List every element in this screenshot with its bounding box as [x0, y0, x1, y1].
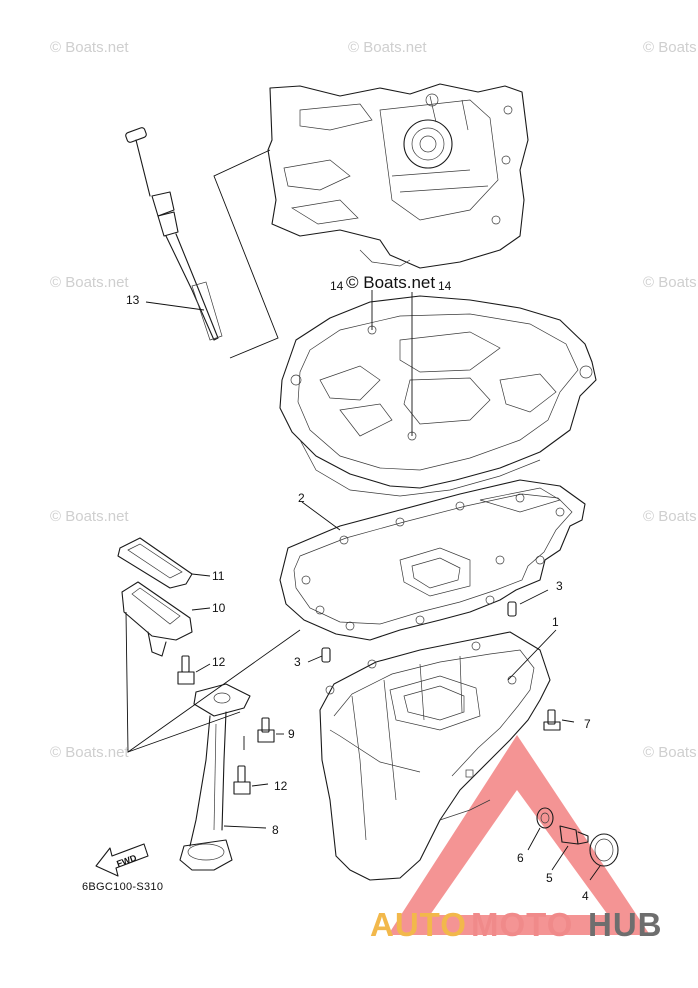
bolt-12-upper — [177, 655, 211, 685]
drawing-code: 6BGC100-S310 — [82, 881, 163, 893]
callout-14: 14 — [330, 279, 344, 293]
warning-triangle-icon — [388, 735, 650, 935]
callout-4: 4 — [582, 889, 589, 903]
strainer-gasket — [117, 537, 211, 589]
callout-13: 13 — [126, 293, 140, 307]
callout-3: 3 — [294, 655, 301, 669]
assembly-lines — [125, 611, 301, 753]
oil-strainer — [179, 683, 267, 871]
watermark: © Boats.net — [50, 508, 129, 525]
upper-casing — [279, 290, 597, 497]
watermark: © Boats.net — [348, 39, 427, 56]
watermark: © Boats.net — [50, 39, 129, 56]
strainer-cover — [121, 581, 211, 657]
bolt-12-lower — [233, 765, 269, 795]
gasket — [279, 479, 586, 641]
fwd-label: FWD — [115, 852, 138, 869]
automotohub-logo: AUTO MOTO HUB — [370, 735, 663, 943]
callout-9: 9 — [288, 727, 295, 741]
brand-hub: HUB — [588, 906, 663, 943]
callout-11: 11 — [212, 569, 225, 583]
callouts: 1 2 3 3 4 5 6 7 8 9 10 11 12 12 13 14 14 — [126, 279, 591, 903]
callout-6: 6 — [517, 851, 524, 865]
callout-5: 5 — [546, 871, 553, 885]
watermark: © Boats.net — [643, 39, 698, 56]
callout-8: 8 — [272, 823, 279, 837]
bolt-7 — [543, 709, 575, 731]
callout-1: 1 — [552, 615, 559, 629]
watermark: © Boats.net — [643, 274, 698, 291]
callout-7: 7 — [584, 717, 591, 731]
watermark-center: © Boats.net — [346, 273, 435, 292]
engine-block — [267, 83, 529, 269]
watermark: © Boats.net — [50, 274, 129, 291]
callout-10: 10 — [212, 601, 226, 615]
brand-moto: MOTO — [471, 906, 573, 943]
bolt-9 — [257, 717, 284, 743]
watermark: © Boats.net — [643, 508, 698, 525]
dowel-pins — [307, 589, 549, 663]
watermark: © Boats.net — [643, 744, 698, 761]
callout-3: 3 — [556, 579, 563, 593]
drain-plug-assembly — [527, 807, 619, 881]
callout-2: 2 — [298, 491, 305, 505]
oil-pan — [319, 629, 557, 881]
fwd-arrow-icon: FWD — [95, 843, 149, 877]
dipstick — [125, 127, 279, 359]
callout-14: 14 — [438, 279, 452, 293]
callout-12: 12 — [274, 779, 288, 793]
callout-12: 12 — [212, 655, 226, 669]
boats-watermarks: © Boats.net © Boats.net © Boats.net © Bo… — [50, 39, 698, 761]
brand-auto: AUTO — [370, 906, 467, 943]
watermark: © Boats.net — [50, 744, 129, 761]
